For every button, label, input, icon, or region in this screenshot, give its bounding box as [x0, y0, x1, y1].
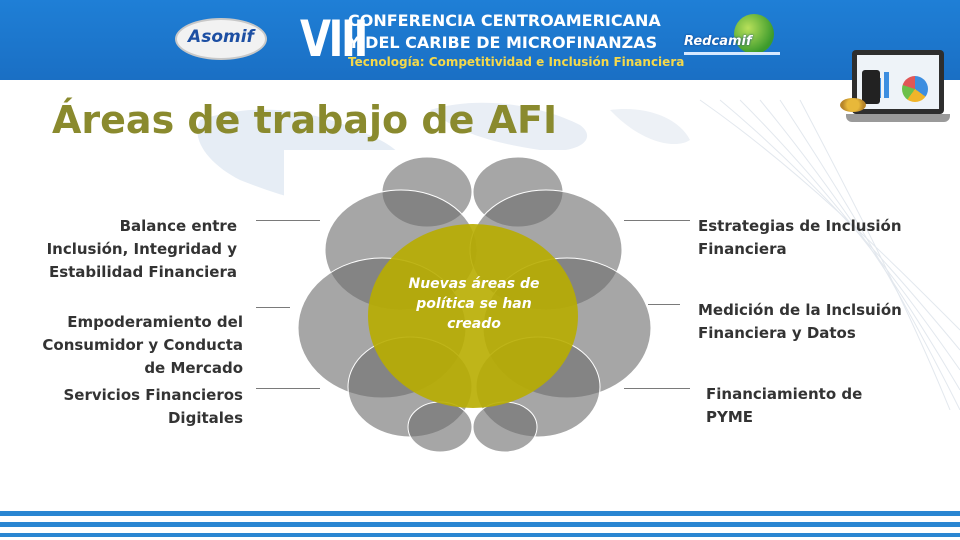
laptop-base: [846, 114, 950, 122]
redcamif-logo-underline: [684, 52, 780, 55]
label-consumer-empowerment: Empoderamiento del Consumidor y Conducta…: [42, 313, 243, 377]
conference-title-line1: CONFERENCIA CENTROAMERICANA: [348, 11, 661, 30]
connector-line: [648, 304, 680, 305]
connector-line: [624, 220, 690, 221]
laptop-illustration: [832, 48, 950, 130]
asomif-logo: Asomif: [175, 18, 267, 60]
center-circle-label: Nuevas áreas de política se han creado: [408, 276, 540, 332]
coins-icon: [840, 98, 866, 112]
conference-title-line2: Y DEL CARIBE DE MICROFINANZAS: [348, 33, 658, 52]
asomif-logo-text: Asomif: [188, 27, 254, 47]
footer-stripe: [0, 533, 960, 537]
globe-icon: [734, 14, 774, 54]
connector-line: [256, 388, 320, 389]
label-inclusion-strategies: Estrategias de Inclusión Financiera: [698, 217, 902, 258]
redcamif-logo-text: Redcamif: [684, 34, 752, 49]
connector-line: [256, 307, 290, 308]
footer-stripe: [0, 511, 960, 516]
header-banner: [0, 0, 960, 80]
connector-line: [256, 220, 320, 221]
asomif-logo-badge: [175, 18, 267, 60]
petal-bottom-small-left: [407, 401, 473, 453]
label-sme-finance: Financiamiento de PYME: [706, 385, 863, 426]
label-inclusion-measurement: Medición de la Inclsuión Financiera y Da…: [698, 301, 902, 342]
center-circle: [368, 224, 578, 408]
slide-title: Áreas de trabajo de AFI: [52, 98, 558, 142]
smartphone-icon: [862, 70, 880, 104]
footer-stripe: [0, 522, 960, 527]
label-balance-inclusion: Balance entre Inclusión, Integridad y Es…: [46, 217, 237, 281]
connector-line: [624, 388, 690, 389]
edition-numeral: VIII: [300, 10, 368, 68]
pie-chart-icon: [902, 76, 928, 102]
petal-diagram: [297, 156, 652, 453]
conference-tagline: Tecnología: Competitividad e Inclusión F…: [348, 55, 685, 69]
label-digital-financial-services: Servicios Financieros Digitales: [63, 386, 244, 427]
petal-bottom-small-right: [472, 401, 538, 453]
redcamif-logo: Redcamif: [684, 14, 784, 64]
